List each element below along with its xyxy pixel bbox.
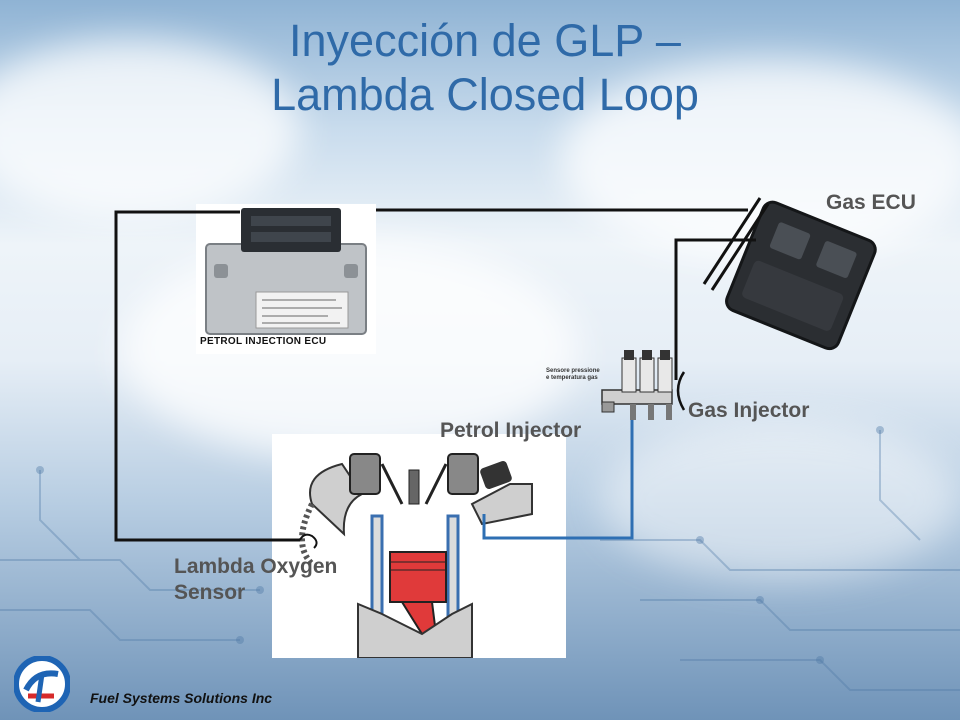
engine-image [272, 434, 566, 659]
background-cloud [600, 420, 960, 580]
injector-signal-wire [482, 420, 634, 540]
rail-caption-line-2: e temperatura gas [546, 375, 598, 381]
lambda-sensor-symbol [299, 533, 318, 549]
gas-ecu-image [712, 198, 882, 358]
rail-caption-line-1: Sensore pressione [546, 368, 600, 374]
gas-injector-rail-image [540, 340, 690, 430]
gas-injector-rail-drawing [601, 350, 673, 420]
gas-ecu-to-injector-wire [674, 238, 756, 380]
engine-drawing [299, 453, 533, 659]
gas-ecu-label: Gas ECU [826, 191, 916, 214]
gas-injector-label: Gas Injector [688, 399, 810, 422]
petrol-ecu-drawing [205, 208, 367, 335]
gas-ecu-connector-bar [702, 197, 762, 285]
petrol-ecu-caption: PETROL INJECTION ECU [200, 336, 327, 347]
gas-injector-bracket [676, 371, 686, 411]
gas-ecu-connector-bar [710, 203, 770, 291]
lambda-label-line-1: Lambda Oxygen [174, 555, 338, 578]
gas-pressure-sensor-caption: Sensore pressione e temperatura gas [546, 368, 600, 382]
lambda-label-line-2: Sensor [174, 581, 246, 604]
footer-company-name: Fuel Systems Solutions Inc [90, 690, 273, 706]
gas-ecu-drawing [725, 200, 877, 351]
lambda-sensor-label: Lambda Oxygen Sensor [174, 554, 337, 606]
background-cloud [0, 40, 300, 220]
company-logo-icon [14, 656, 70, 712]
petrol-ecu-image: PETROL INJECTION ECU [196, 204, 376, 354]
slide-title: Inyección de GLP – Lambda Closed Loop [200, 14, 770, 122]
petrol-injector-label: Petrol Injector [440, 419, 582, 442]
title-line-1: Inyección de GLP – [289, 15, 681, 66]
lambda-signal-wire [114, 210, 300, 542]
title-line-2: Lambda Closed Loop [271, 69, 699, 120]
